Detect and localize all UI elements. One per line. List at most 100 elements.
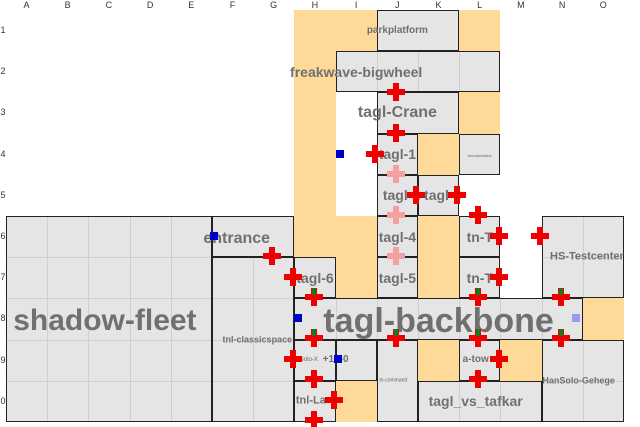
row-label-6: 6 (0, 231, 6, 241)
row-label-9: 9 (0, 354, 6, 365)
area-plus10[interactable] (335, 339, 377, 381)
connector-cross-icon (469, 329, 487, 347)
connector-cross-icon (305, 288, 323, 306)
area-shadow-fleet[interactable] (6, 216, 212, 422)
connector-cross-icon (387, 124, 405, 142)
column-label-a: A (23, 0, 30, 10)
row-label-7: 7 (0, 272, 6, 283)
grid-line (541, 299, 543, 339)
connector-green-marker (476, 288, 480, 295)
grid-line (542, 380, 623, 382)
connector-cross-icon (305, 411, 323, 427)
grid-line (88, 217, 90, 421)
grid-line (213, 339, 294, 341)
connector-cross-icon (366, 145, 384, 163)
connector-cross-icon (387, 165, 405, 183)
column-label-o: O (599, 0, 607, 10)
connector-green-marker (476, 329, 480, 336)
column-label-g: G (270, 0, 278, 10)
area-tiny-1[interactable] (459, 133, 501, 175)
column-label-l: L (477, 0, 483, 10)
connector-cross-icon (490, 350, 508, 368)
grid-line (376, 52, 378, 92)
flag-icon (294, 314, 302, 322)
grid-line (213, 380, 294, 382)
row-label-0: 0 (0, 395, 6, 406)
area-entrance[interactable] (212, 216, 295, 258)
row-label-3: 3 (0, 107, 6, 118)
connector-cross-icon (531, 227, 549, 245)
column-label-j: J (395, 0, 400, 10)
column-label-m: M (517, 0, 525, 10)
row-label-4: 4 (0, 148, 6, 159)
grid-line (129, 217, 131, 421)
column-label-h: H (311, 0, 319, 10)
grid-line (7, 339, 211, 341)
connector-cross-icon (490, 227, 508, 245)
grid-line (459, 52, 461, 92)
connector-cross-icon (407, 186, 425, 204)
grid-line (47, 217, 49, 421)
area-tagl-backbone[interactable] (294, 298, 583, 340)
grid-line (7, 380, 211, 382)
connector-cross-icon (263, 247, 281, 265)
grid-line (7, 257, 211, 259)
connector-green-marker (559, 288, 563, 295)
column-label-n: N (558, 0, 566, 10)
flag-icon (336, 150, 344, 158)
connector-cross-icon (387, 83, 405, 101)
flag-icon (572, 314, 580, 322)
connector-cross-icon (387, 329, 405, 347)
grid-line (459, 381, 461, 421)
connector-cross-icon (469, 370, 487, 388)
connector-cross-icon (387, 206, 405, 224)
flag-icon (334, 355, 342, 363)
column-label-e: E (188, 0, 195, 10)
row-label-1: 1 (0, 25, 6, 35)
area-tiny-2[interactable] (376, 339, 418, 422)
grid-line (253, 258, 255, 421)
grid-line (542, 257, 623, 259)
connector-cross-icon (469, 288, 487, 306)
area-freakwave-bigwheel[interactable] (335, 51, 501, 93)
grid-line (459, 299, 461, 339)
column-label-f: F (229, 0, 236, 10)
connector-cross-icon (284, 268, 302, 286)
grid-line (418, 52, 419, 92)
row-label-8: 8 (0, 313, 6, 324)
grid-line (418, 299, 419, 339)
flag-icon (210, 232, 218, 240)
grid-line (7, 298, 211, 300)
connector-cross-icon (490, 268, 508, 286)
connector-green-marker (312, 288, 316, 295)
area-tagl-crane[interactable] (376, 92, 460, 134)
connector-cross-icon (325, 391, 343, 409)
connector-cross-icon (284, 350, 302, 368)
connector-green-marker (394, 329, 398, 336)
row-label-5: 5 (0, 189, 6, 200)
connector-green-marker (559, 329, 563, 336)
connector-cross-icon (448, 186, 466, 204)
column-label-i: I (354, 0, 358, 10)
grid-line (500, 381, 502, 421)
connector-green-marker (312, 329, 316, 336)
column-label-d: D (146, 0, 154, 10)
grid-line (376, 299, 378, 339)
column-label-k: K (435, 0, 442, 10)
grid-line (335, 299, 337, 339)
column-label-c: C (105, 0, 113, 10)
grid-line (213, 298, 294, 300)
row-label-2: 2 (0, 66, 6, 77)
connector-cross-icon (305, 370, 323, 388)
grid-line (170, 217, 172, 421)
highlight-cell (418, 339, 460, 381)
grid-line (582, 340, 584, 421)
connector-cross-icon (469, 206, 487, 224)
connector-cross-icon (305, 329, 323, 347)
grid-line (500, 299, 502, 339)
highlight-cell (459, 92, 501, 134)
area-parkplatform[interactable] (376, 10, 460, 52)
connector-cross-icon (387, 247, 405, 265)
area-hansolo-gehege[interactable] (541, 339, 624, 422)
